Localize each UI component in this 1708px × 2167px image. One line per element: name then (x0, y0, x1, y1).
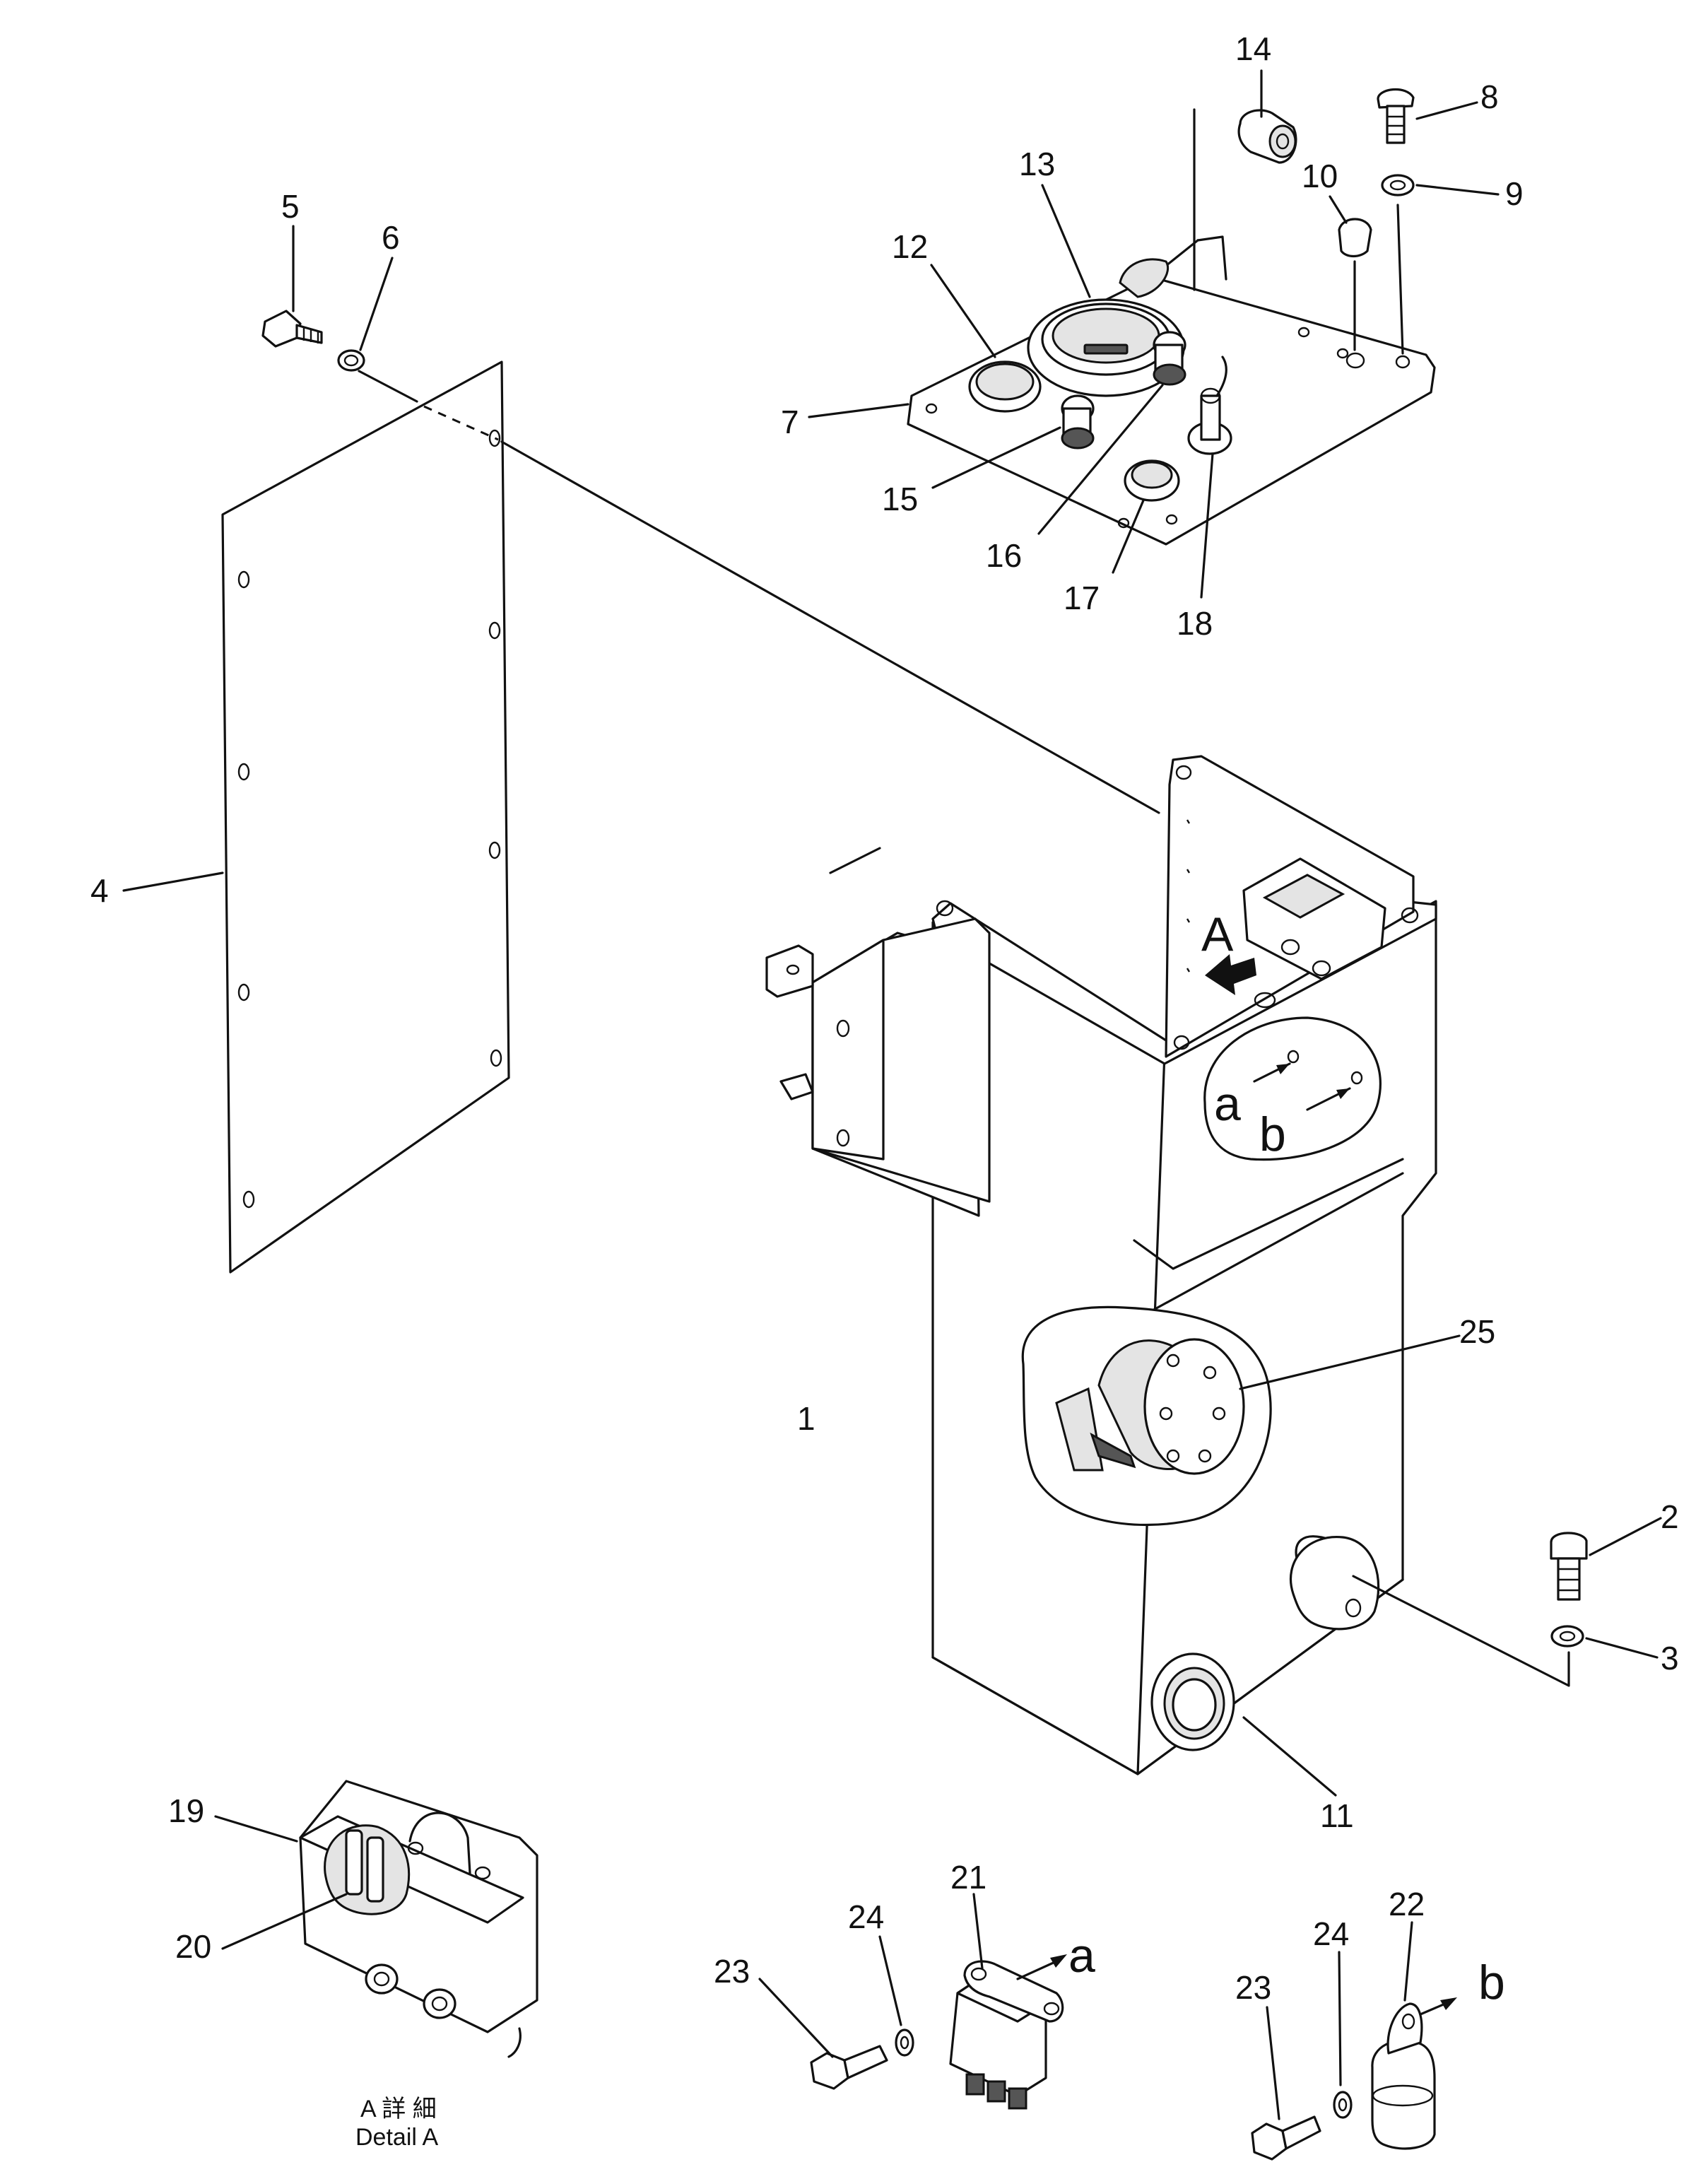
view-a-arrow-icon (1205, 954, 1256, 995)
callout-5: 5 (281, 188, 300, 225)
callout-2: 2 (1661, 1498, 1679, 1535)
detail-caption-jp: A 詳 細 (360, 2096, 437, 2122)
plug-10 (1338, 218, 1372, 258)
callout-6: 6 (382, 219, 400, 256)
callout-12: 12 (892, 228, 928, 265)
ref-b-label-relay: b (1478, 1956, 1505, 2009)
side-cover-panel (221, 360, 510, 1274)
ref-a-label-relay: a (1068, 1929, 1095, 1983)
bolt-5 (261, 310, 323, 348)
rubber-stopper-14 (1237, 109, 1297, 164)
callout-22: 22 (1389, 1886, 1425, 1922)
washer-9 (1381, 174, 1415, 196)
callout-20: 20 (175, 1928, 211, 1965)
bolt-2 (1550, 1532, 1588, 1601)
callout-7: 7 (781, 404, 799, 440)
callout-labels: 1 2 3 4 5 6 7 8 9 10 11 12 13 14 15 16 1… (90, 30, 1679, 2151)
washer-24-right (1333, 2091, 1353, 2119)
detail-caption-en: Detail A (355, 2124, 438, 2151)
callout-19: 19 (168, 1792, 204, 1829)
callout-24-left: 24 (848, 1898, 884, 1935)
callout-3: 3 (1661, 1640, 1679, 1676)
callout-21: 21 (950, 1859, 986, 1896)
callout-8: 8 (1480, 78, 1499, 115)
ref-b-label-body: b (1259, 1108, 1286, 1161)
callout-14: 14 (1235, 30, 1271, 67)
callout-17: 17 (1064, 580, 1100, 616)
ref-a-label-body: a (1214, 1077, 1241, 1131)
callout-10: 10 (1302, 158, 1338, 194)
detail-a-relay-box (299, 1780, 538, 2058)
callout-15: 15 (882, 481, 918, 517)
callout-23-right: 23 (1235, 1969, 1271, 2006)
main-column-body (931, 755, 1437, 1775)
callout-9: 9 (1505, 175, 1524, 212)
washer-6 (337, 349, 365, 372)
relay-22 (1371, 2002, 1436, 2150)
callout-23-left: 23 (714, 1953, 750, 1990)
relay-21 (949, 1960, 1064, 2110)
callout-4: 4 (90, 872, 109, 909)
bolt-23-right (1251, 2115, 1321, 2161)
mounting-bracket (765, 917, 991, 1217)
bolt-23-left (810, 2045, 888, 2090)
callout-16: 16 (986, 537, 1022, 574)
view-a-label: A (1201, 908, 1234, 961)
callout-1: 1 (797, 1400, 815, 1437)
leader-lines (122, 69, 1662, 2120)
callout-13: 13 (1019, 146, 1055, 182)
screw-8 (1377, 88, 1415, 144)
washer-24-left (895, 2028, 914, 2057)
washer-3 (1550, 1625, 1584, 1648)
callout-24-right: 24 (1313, 1915, 1349, 1952)
callout-25: 25 (1459, 1313, 1495, 1350)
callout-11: 11 (1320, 1797, 1354, 1834)
callout-18: 18 (1177, 605, 1213, 642)
instrument-panel (907, 108, 1436, 546)
